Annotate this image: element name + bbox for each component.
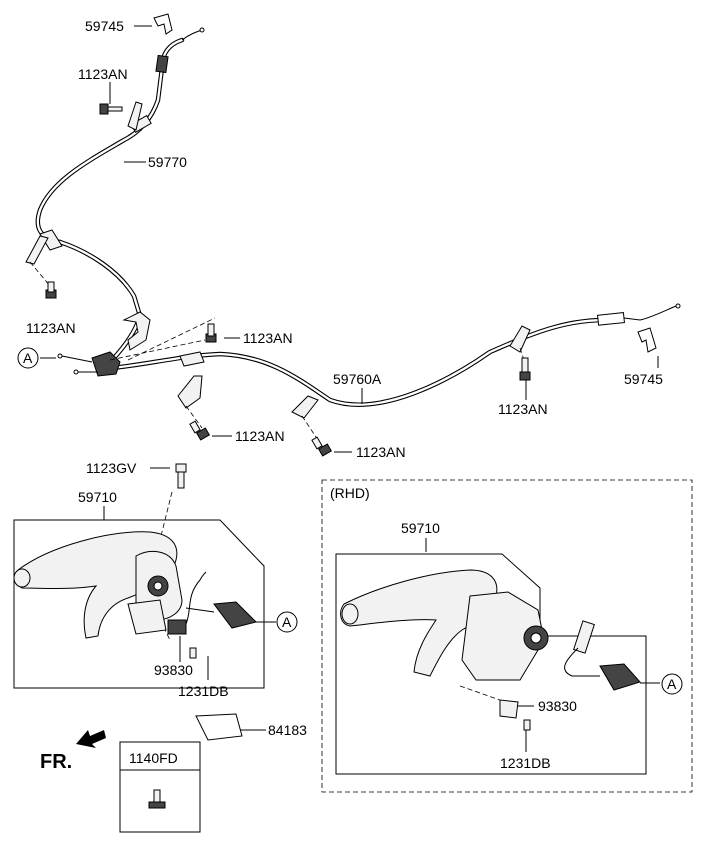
- bolts: [45, 103, 531, 489]
- part-label: 1123AN: [78, 66, 128, 82]
- reference-letter: A: [23, 350, 33, 366]
- rhd-box: [321, 479, 693, 793]
- clip-icon: [637, 327, 657, 353]
- part-label: 59710: [78, 489, 117, 505]
- clip-bolt-icon: [148, 789, 166, 809]
- cable-59760a: [109, 303, 681, 419]
- part-label: 1123AN: [498, 401, 548, 417]
- part-label: 59770: [148, 154, 187, 170]
- part-label: 59745: [85, 18, 124, 34]
- part-label: 1123AN: [26, 320, 76, 336]
- cable-59770: [25, 27, 205, 363]
- pad-84183: [195, 713, 243, 741]
- part-label: 93830: [538, 698, 577, 714]
- part-label: 1231DB: [500, 755, 551, 771]
- bolt-icon: [99, 103, 123, 115]
- part-label: 1123AN: [235, 428, 285, 444]
- part-label: 1123AN: [356, 444, 406, 460]
- reference-circle-a: [276, 611, 298, 633]
- bolt-icon: [175, 463, 187, 489]
- reference-circle-a: [661, 673, 683, 695]
- part-label: 59710: [401, 520, 440, 536]
- part-label: 93830: [154, 662, 193, 678]
- cable-terminal-left: [57, 351, 121, 377]
- part-label: 59760A: [333, 371, 382, 387]
- reference-letter: A: [667, 676, 677, 692]
- front-label: FR.: [40, 751, 72, 773]
- rhd-title: (RHD): [330, 485, 370, 501]
- leader-lines: [40, 25, 660, 752]
- reference-circle-a: [17, 347, 39, 369]
- part-label: 59745: [624, 371, 663, 387]
- lhd-lever-box: [13, 519, 298, 689]
- part-box-1140fd: [119, 741, 201, 833]
- bolt-icon: [189, 420, 211, 441]
- part-label: 1231DB: [178, 683, 229, 699]
- part-label: 1123AN: [243, 330, 293, 346]
- clip-icon: [153, 13, 173, 35]
- bolt-icon: [205, 323, 217, 343]
- part-box-code: 1140FD: [129, 750, 178, 766]
- part-label: 1123GV: [86, 460, 137, 476]
- bolt-icon: [519, 357, 531, 381]
- labels: 59745 1123AN 59770 1123AN 1123AN 59760A …: [17, 18, 677, 773]
- bolt-icon: [311, 436, 333, 457]
- front-arrow-icon: [76, 730, 106, 748]
- part-label: 84183: [268, 722, 307, 738]
- bolt-icon: [45, 281, 57, 299]
- reference-letter: A: [282, 614, 292, 630]
